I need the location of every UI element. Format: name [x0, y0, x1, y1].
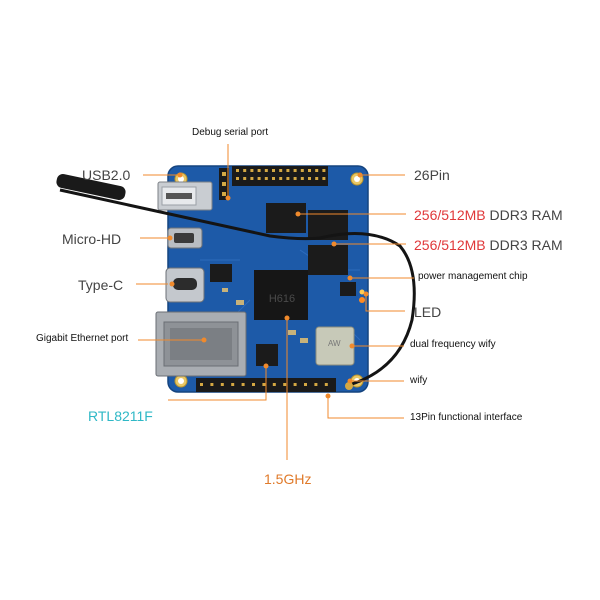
ram-chip-3 — [308, 245, 348, 275]
label-gigabit-ethernet-port: Gigabit Ethernet port — [36, 333, 129, 344]
label-rtl8211f: RTL8211F — [88, 408, 153, 424]
pin-header-26-pins — [236, 169, 326, 180]
small-components — [210, 264, 308, 343]
header-pin — [300, 177, 304, 180]
header-pin — [286, 169, 290, 172]
rtl8211f-chip — [256, 344, 278, 366]
label-wify: wify — [410, 375, 428, 386]
label-power-management-chip: power management chip — [418, 271, 528, 282]
callout-dots — [167, 172, 369, 399]
label-ram-2-type: DDR3 RAM — [485, 237, 563, 253]
label-micro-hd: Micro-HD — [62, 231, 122, 247]
label-usb20: USB2.0 — [82, 167, 131, 183]
label-debug-serial-port: Debug serial port — [192, 127, 269, 138]
header-pin — [236, 177, 239, 180]
header-pin — [322, 169, 326, 172]
pin-header-26 — [232, 166, 328, 186]
label-ram-1: 256/512MB DDR3 RAM — [414, 208, 563, 222]
label-cpu-frequency: 1.5GHz — [264, 471, 312, 487]
header-pin — [315, 177, 319, 180]
type-c-port — [165, 267, 205, 303]
label-26pin: 26Pin — [414, 167, 450, 183]
header-pin — [300, 169, 304, 172]
label-ram-1-size: 256/512MB — [414, 207, 486, 223]
header-pin — [250, 169, 254, 172]
header-pin — [243, 169, 247, 172]
wifi-module: AW — [315, 326, 355, 366]
header-pin — [241, 383, 245, 386]
header-pin — [220, 383, 224, 386]
header-pin — [308, 169, 311, 172]
label-led: LED — [414, 304, 442, 320]
label-dual-frequency-wify: dual frequency wify — [410, 339, 496, 350]
label-ram-2-size: 256/512MB — [414, 237, 486, 253]
header-pin — [279, 169, 283, 172]
header-pin — [250, 177, 254, 180]
header-pin — [236, 169, 239, 172]
header-pin — [252, 383, 255, 386]
header-pin — [279, 177, 283, 180]
header-pin — [293, 169, 297, 172]
header-pin — [272, 177, 275, 180]
header-pin — [272, 169, 275, 172]
header-pin — [243, 177, 247, 180]
header-pin — [257, 177, 261, 180]
header-pin — [324, 383, 328, 386]
header-pin — [264, 169, 268, 172]
header-pin — [286, 177, 290, 180]
header-pin — [283, 383, 287, 386]
header-pin — [322, 177, 326, 180]
header-pin — [264, 177, 268, 180]
header-pin — [200, 383, 203, 386]
header-pin — [308, 177, 311, 180]
pin-header-13-pins — [200, 383, 328, 386]
header-pin — [262, 383, 266, 386]
antenna-cable — [56, 173, 416, 390]
header-pin — [314, 383, 318, 386]
header-pin — [231, 383, 235, 386]
header-pin — [210, 383, 214, 386]
label-ram-2: 256/512MB DDR3 RAM — [414, 238, 563, 252]
header-pin — [304, 383, 307, 386]
wifi-module-marking: AW — [328, 339, 341, 348]
usb20-port — [157, 181, 213, 211]
label-type-c: Type-C — [78, 277, 124, 293]
header-pin — [293, 177, 297, 180]
micro-hd-port — [167, 227, 203, 249]
ram-chip-1 — [266, 203, 306, 233]
header-pin — [272, 383, 276, 386]
label-13pin-functional-interface: 13Pin functional interface — [410, 412, 523, 423]
callout-lines — [136, 144, 414, 460]
soc-marking: H616 — [269, 293, 295, 305]
led-indicator — [359, 289, 365, 303]
power-management-chip — [340, 282, 356, 296]
header-pin — [315, 169, 319, 172]
header-pin — [257, 169, 261, 172]
soc-chip: H616 — [254, 270, 308, 320]
header-pin — [293, 383, 297, 386]
ethernet-port — [155, 311, 247, 377]
debug-serial-header — [219, 168, 229, 200]
label-ram-1-type: DDR3 RAM — [485, 207, 563, 223]
